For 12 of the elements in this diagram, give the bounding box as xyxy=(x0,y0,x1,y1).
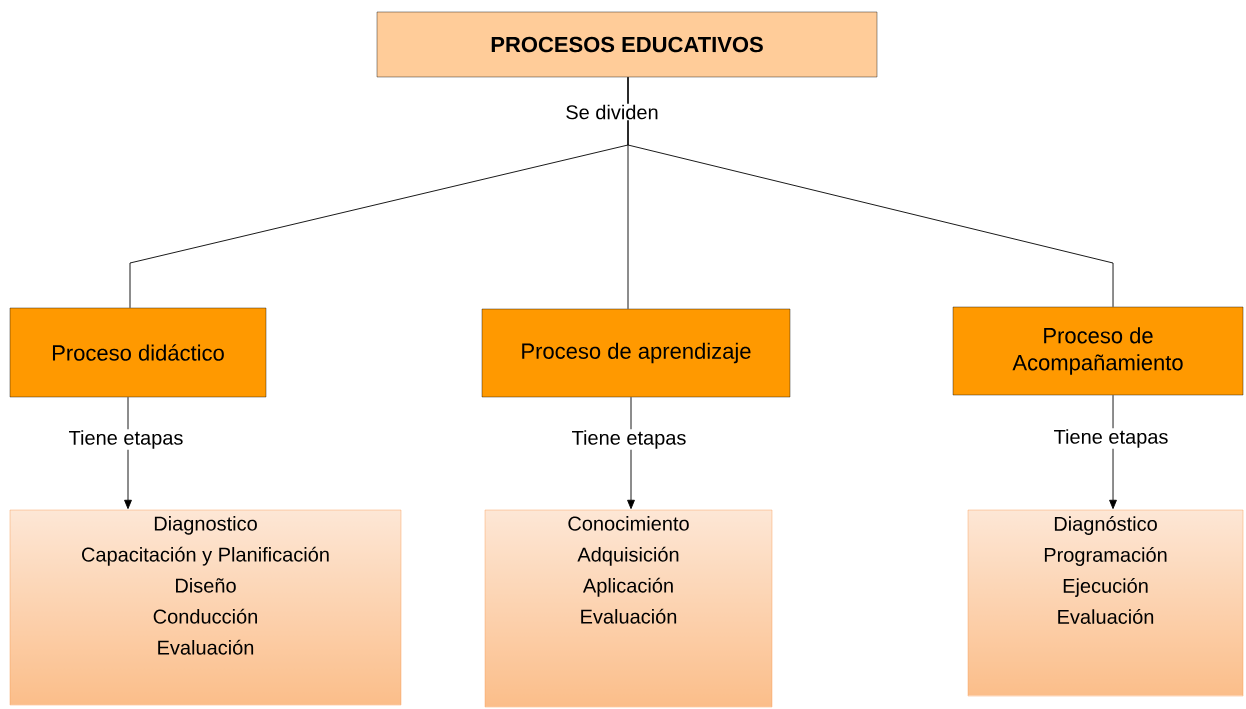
edge-label: Tiene etapas xyxy=(570,429,688,450)
edge-label: Tiene etapas xyxy=(67,429,185,450)
edge-label: Tiene etapas xyxy=(1052,428,1170,449)
title-box: PROCESOS EDUCATIVOS xyxy=(376,11,878,78)
connector xyxy=(627,76,1114,308)
edge-label: Se dividen xyxy=(564,103,660,121)
process-box: Proceso de Acompañamiento xyxy=(952,306,1244,396)
process-box: Proceso de aprendizaje xyxy=(481,308,791,398)
stages-box: Diagnóstico Programación Ejecución Evaluación xyxy=(967,509,1244,697)
stages-box: Diagnostico Capacitación y Planificación Diseño Conducción Evaluación xyxy=(9,509,402,706)
process-box: Proceso didáctico xyxy=(9,307,267,398)
stages-box: Conocimiento Adquisición Aplicación Evaluación xyxy=(484,509,773,708)
